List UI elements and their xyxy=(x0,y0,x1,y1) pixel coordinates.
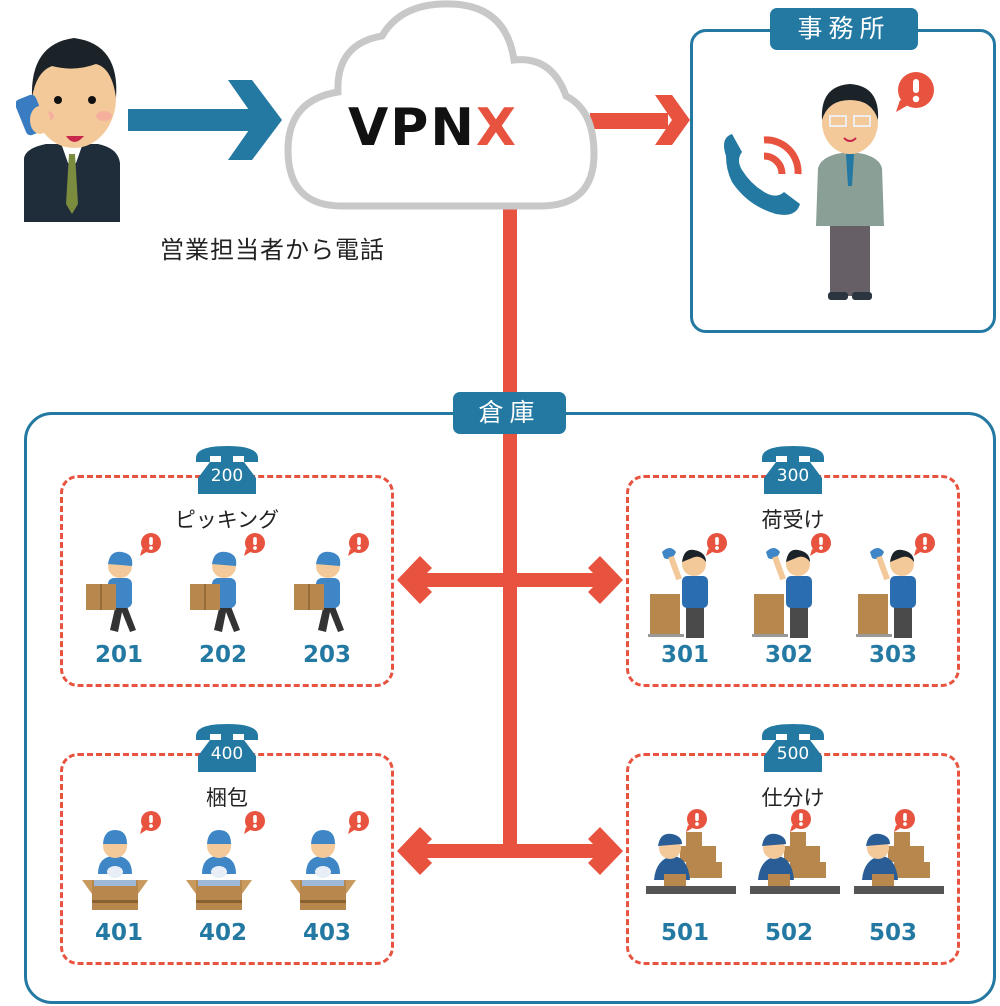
extension-phone-icon: 400 xyxy=(194,722,260,772)
worker-extension: 301 xyxy=(660,642,709,668)
department-group-sorting: 500 仕分け 501 xyxy=(626,724,960,965)
caller-caption: 営業担当者から電話 xyxy=(160,236,385,264)
department-title: ピッキング xyxy=(174,508,280,532)
packing-worker-icon xyxy=(184,822,254,918)
office-label: 事務所 xyxy=(770,8,918,50)
alert-bubble-icon xyxy=(704,532,728,560)
vpnx-logo: VPNX xyxy=(348,98,518,158)
department-group-receiving: 300 荷受け 301 xyxy=(626,446,960,687)
worker-extension: 303 xyxy=(868,642,917,668)
receiving-worker-icon xyxy=(750,544,820,644)
worker-extension: 302 xyxy=(764,642,813,668)
worker-receiving: 303 xyxy=(848,533,938,668)
alert-bubble-icon xyxy=(346,532,370,560)
worker-picking: 201 xyxy=(74,533,164,668)
department-group-picking: 200 ピッキング 201 xyxy=(60,446,394,687)
receiving-worker-icon xyxy=(854,544,924,644)
alert-bubble-icon xyxy=(892,808,916,836)
packing-worker-icon xyxy=(80,822,150,918)
arrow-lower-branch xyxy=(397,827,623,875)
department-title: 仕分け xyxy=(761,786,825,810)
picking-worker-icon xyxy=(288,544,358,640)
worker-extension: 203 xyxy=(302,642,351,668)
logo-accent: X xyxy=(475,98,518,158)
extension-number: 300 xyxy=(776,466,810,486)
salesperson-on-phone-icon xyxy=(15,38,120,222)
picking-worker-icon xyxy=(184,544,254,640)
arrow-upper-branch xyxy=(397,556,623,604)
worker-picking: 203 xyxy=(282,533,372,668)
alert-bubble-icon xyxy=(912,532,936,560)
sorting-worker-icon xyxy=(750,822,840,906)
alert-bubble-icon xyxy=(346,810,370,838)
alert-bubble-icon xyxy=(788,808,812,836)
department-group-packing: 400 梱包 401 xyxy=(60,724,394,965)
department-title: 梱包 xyxy=(206,786,248,810)
worker-receiving: 301 xyxy=(640,533,730,668)
logo-main: VPN xyxy=(348,98,476,158)
alert-bubble-icon xyxy=(808,532,832,560)
worker-picking: 202 xyxy=(178,533,268,668)
worker-packing: 401 xyxy=(74,811,164,946)
extension-phone-icon: 300 xyxy=(760,444,826,494)
picking-worker-icon xyxy=(80,544,150,640)
worker-sorting: 503 xyxy=(848,809,944,946)
sorting-worker-icon xyxy=(854,822,944,906)
worker-extension: 402 xyxy=(198,920,247,946)
extension-number: 400 xyxy=(210,744,244,764)
worker-extension: 202 xyxy=(198,642,247,668)
ringing-phone-icon xyxy=(724,134,802,215)
extension-phone-icon: 200 xyxy=(194,444,260,494)
alert-bubble-icon xyxy=(138,532,162,560)
department-title: 荷受け xyxy=(761,508,825,532)
arrow-cloud-to-office xyxy=(590,95,690,145)
worker-receiving: 302 xyxy=(744,533,834,668)
receiving-worker-icon xyxy=(646,544,716,644)
trunk-line xyxy=(503,208,517,844)
worker-sorting: 502 xyxy=(744,809,840,946)
alert-bubble-icon xyxy=(138,810,162,838)
packing-worker-icon xyxy=(288,822,358,918)
worker-extension: 401 xyxy=(94,920,143,946)
sorting-worker-icon xyxy=(646,822,736,906)
worker-extension: 201 xyxy=(94,642,143,668)
worker-packing: 402 xyxy=(178,811,268,946)
worker-extension: 501 xyxy=(660,920,709,946)
worker-extension: 403 xyxy=(302,920,351,946)
worker-sorting: 501 xyxy=(640,809,736,946)
alert-bubble-icon xyxy=(242,810,266,838)
extension-number: 200 xyxy=(210,466,244,486)
extension-phone-icon: 500 xyxy=(760,722,826,772)
warehouse-label: 倉庫 xyxy=(453,392,566,434)
caller xyxy=(15,28,128,222)
worker-extension: 503 xyxy=(868,920,917,946)
cloud-icon xyxy=(284,0,598,210)
alert-bubble-icon xyxy=(684,808,708,836)
arrow-caller-to-cloud xyxy=(128,80,282,160)
worker-packing: 403 xyxy=(282,811,372,946)
alert-bubble-icon xyxy=(896,72,934,112)
extension-number: 500 xyxy=(776,744,810,764)
worker-extension: 502 xyxy=(764,920,813,946)
alert-bubble-icon xyxy=(242,532,266,560)
office-worker-icon xyxy=(816,84,884,300)
